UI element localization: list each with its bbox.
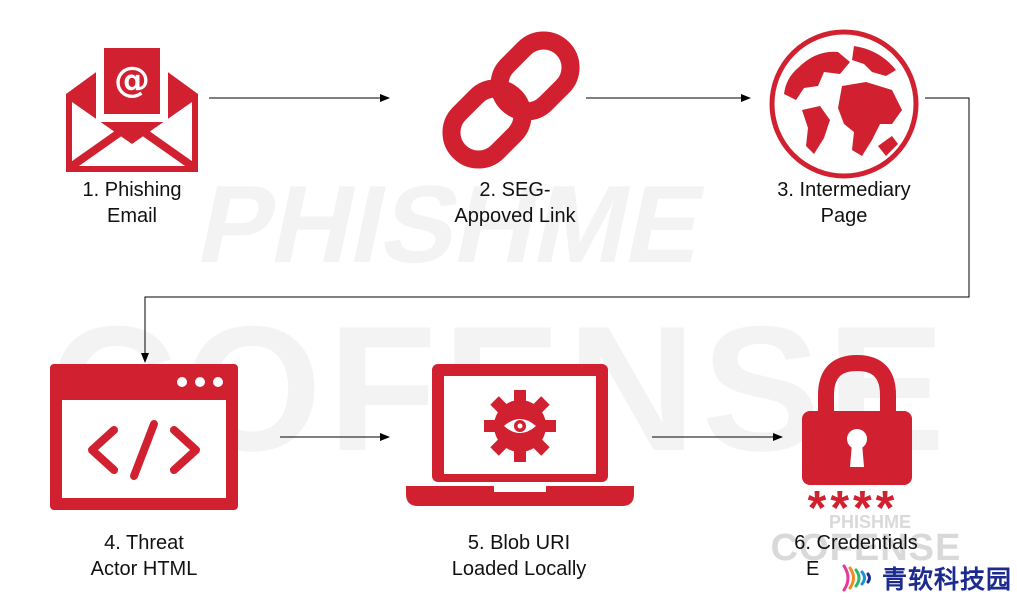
envelope-at-icon: @: [66, 40, 198, 172]
globe-icon: [769, 29, 919, 179]
step-5-label-line2: Loaded Locally: [451, 558, 587, 580]
step-6-label: 6. Credentials E: [756, 530, 956, 582]
step-6-label-line1: 6. Credentials: [794, 532, 918, 554]
password-mask: ****: [808, 490, 899, 524]
corner-brand-text: 青软科技园: [882, 565, 1013, 594]
step-1-label-line1: 1. Phishing: [82, 179, 182, 201]
badge-watermark-top: PHISHME: [829, 512, 911, 532]
svg-text:@: @: [114, 60, 150, 101]
badge-watermark-main: COFENSE: [771, 527, 962, 562]
step-3-label-line1: 3. Intermediary: [777, 179, 911, 201]
step-5-label: 5. Blob URI Loaded Locally: [419, 530, 619, 582]
corner-brand: 青软科技园: [838, 556, 1013, 600]
chain-link-icon: [442, 31, 580, 169]
code-window-icon: [50, 364, 238, 510]
step-2-label-line1: 2. SEG-: [479, 179, 551, 201]
step-6-label-line2: E: [806, 558, 820, 580]
padlock-password-icon: [802, 355, 912, 485]
step-4-label: 4. Threat Actor HTML: [44, 530, 244, 582]
step-2-label: 2. SEG- Appoved Link: [415, 177, 615, 229]
step-4-label-line1: 4. Threat: [104, 532, 184, 554]
badge-watermark: PHISHME COFENSE: [771, 512, 962, 562]
step-3-label-line2: Page: [820, 205, 868, 227]
step-3-label: 3. Intermediary Page: [744, 177, 944, 229]
step-5-label-line1: 5. Blob URI: [467, 532, 571, 554]
step-1-label-line2: Email: [106, 205, 157, 227]
step-4-label-line2: Actor HTML: [90, 558, 198, 580]
signal-waves-logo-icon: [842, 564, 871, 592]
laptop-eye-gear-icon: [406, 364, 634, 506]
password-mask-text: ****: [808, 490, 899, 524]
step-2-label-line2: Appoved Link: [454, 205, 576, 227]
arrow-3-to-4: [141, 97, 970, 363]
step-1-label: 1. Phishing Email: [32, 177, 232, 229]
watermark-phishme: PHISHME: [189, 162, 716, 286]
